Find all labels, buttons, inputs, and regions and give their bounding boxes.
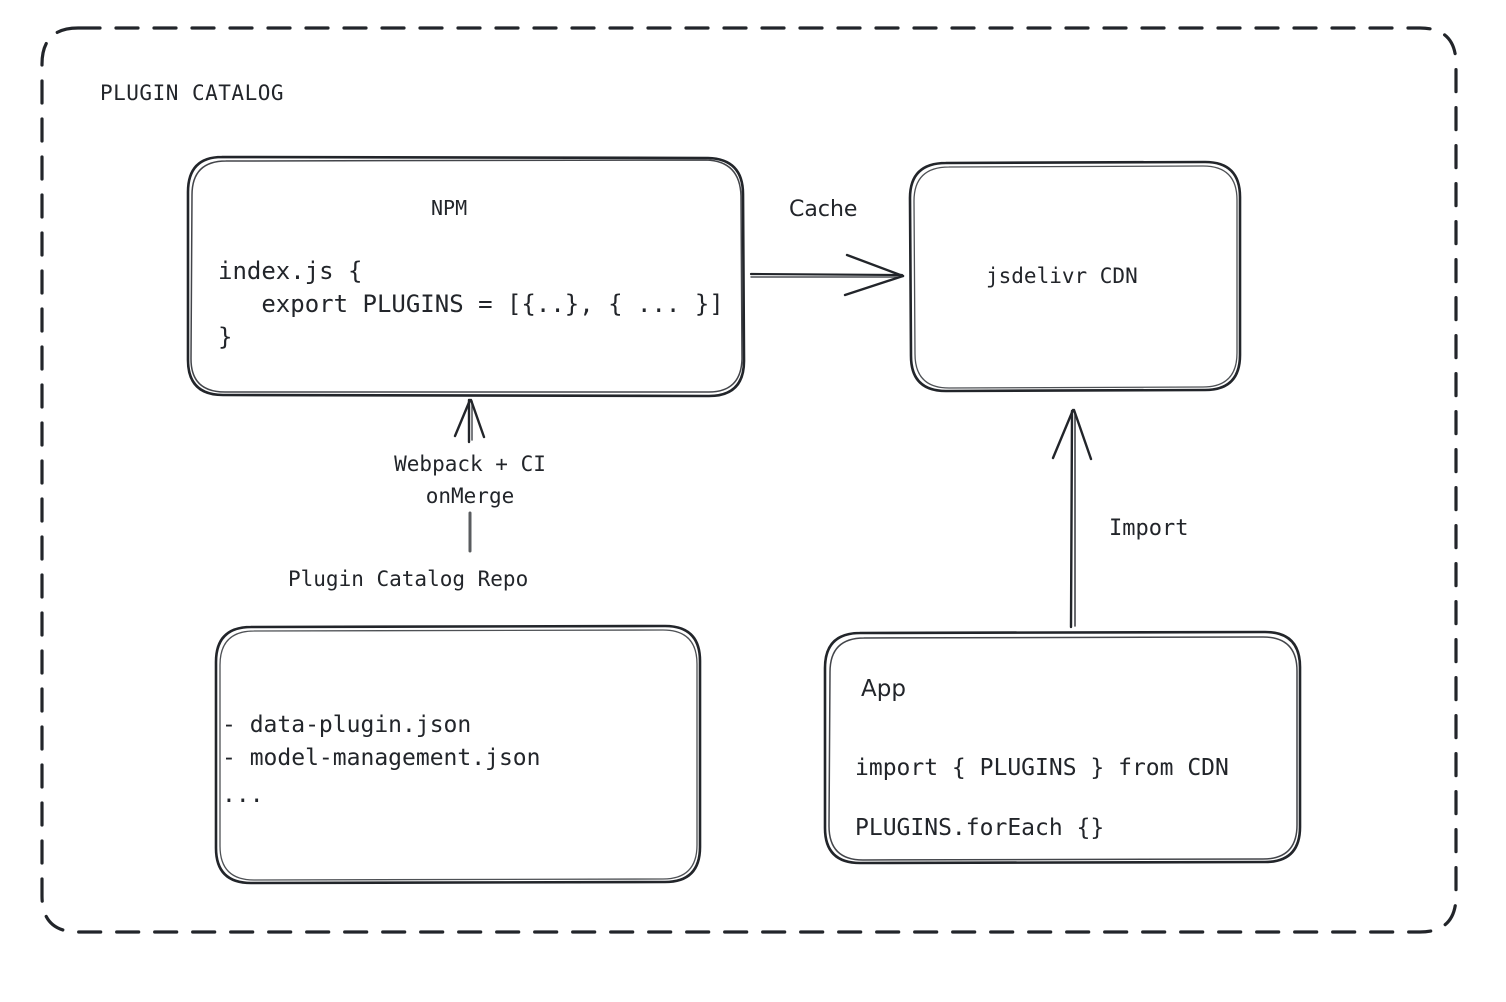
- webpack-edge-label-line1: Webpack + CI: [394, 452, 546, 476]
- import-arrow: [1051, 408, 1093, 629]
- npm-node-title: NPM: [431, 196, 468, 220]
- repo-item-2: - model-management.json: [222, 745, 541, 771]
- npm-code-line-2: export PLUGINS = [{..}, { ... }]: [218, 290, 724, 318]
- app-code-line-2: PLUGINS.forEach {}: [855, 815, 1105, 841]
- npm-code-line-3: }: [218, 323, 233, 351]
- repo-item-1: - data-plugin.json: [222, 712, 472, 738]
- webpack-edge-label-line2: onMerge: [425, 484, 515, 508]
- repo-node-title: Plugin Catalog Repo: [288, 567, 529, 591]
- app-code-line-1: import { PLUGINS } from CDN: [855, 755, 1229, 781]
- cache-arrow: [749, 253, 905, 297]
- cdn-node-title: jsdelivr CDN: [986, 264, 1138, 288]
- repo-item-3: ...: [222, 782, 264, 808]
- cache-edge-label: Cache: [789, 197, 858, 222]
- container-title: PLUGIN CATALOG: [100, 81, 285, 105]
- import-edge-label: Import: [1109, 516, 1189, 541]
- app-node-title: App: [861, 676, 906, 702]
- npm-code-line-1: index.js {: [218, 257, 363, 285]
